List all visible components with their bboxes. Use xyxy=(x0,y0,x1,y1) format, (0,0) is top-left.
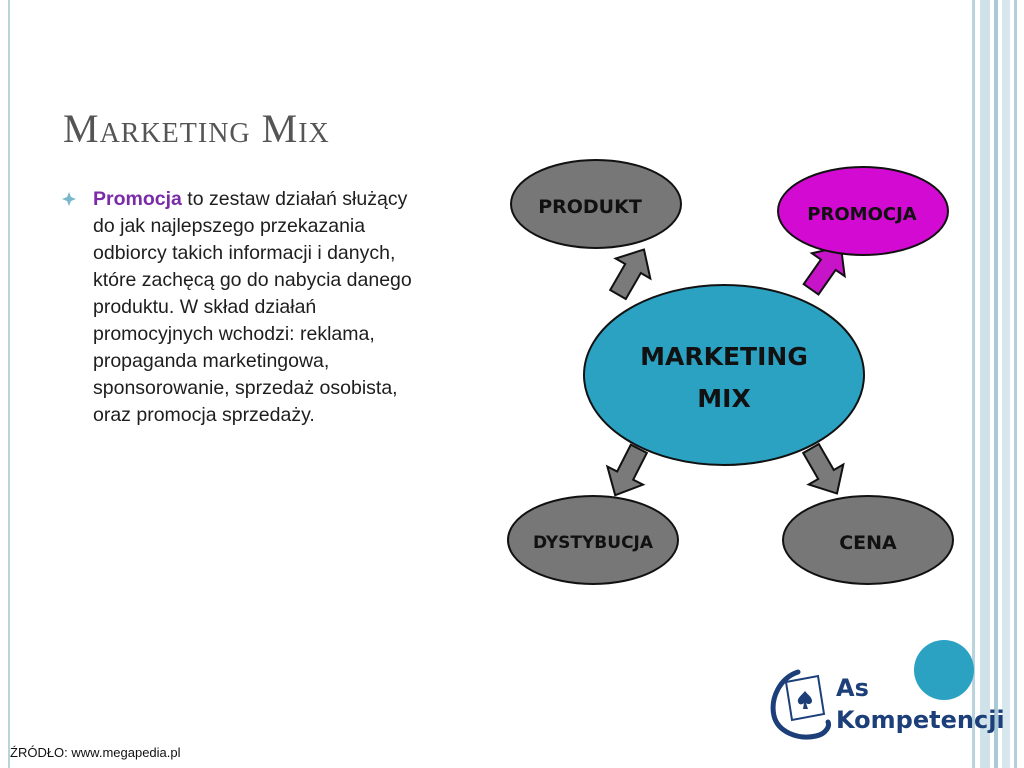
arrow-to-cena xyxy=(801,442,845,495)
arrow-to-produkt xyxy=(608,248,652,301)
arrow-shape xyxy=(802,245,846,296)
arrow-to-promocja xyxy=(802,245,846,296)
node-dystrybucja-shape xyxy=(507,495,679,585)
as-kompetencji-logo: As Kompetencji xyxy=(768,664,1005,744)
node-marketing-mix: MARKETING MIX xyxy=(583,284,865,466)
node-promocja-shape xyxy=(777,166,949,256)
node-cena-shape xyxy=(782,495,954,585)
node-promocja: PROMOCJA xyxy=(777,166,949,256)
logo-text-as: As xyxy=(836,674,869,702)
node-produkt-label: PRODUKT xyxy=(538,196,642,218)
node-dystrybucja: DYSTYBUCJA xyxy=(507,495,679,585)
arrow-to-dystrybucja xyxy=(605,443,649,497)
logo-emblem-icon xyxy=(770,669,831,740)
left-frame-line xyxy=(8,0,10,768)
node-promocja-label: PROMOCJA xyxy=(807,204,916,225)
bullet-item: Promocja to zestaw działań służący do ja… xyxy=(62,186,412,429)
logo-text-kompetencji: Kompetencji xyxy=(836,706,1005,734)
bullet-text: Promocja to zestaw działań służący do ja… xyxy=(93,186,412,429)
arrow-shape xyxy=(605,443,649,497)
bullet-body: to zestaw działań służący do jak najleps… xyxy=(93,188,412,426)
node-produkt-shape xyxy=(510,159,682,249)
center-label-line1: MARKETING xyxy=(640,342,808,371)
source-note: ŹRÓDŁO: www.megapedia.pl xyxy=(10,745,181,760)
right-decorative-stripes xyxy=(972,0,1024,768)
center-label-line2: MIX xyxy=(697,384,750,413)
decorative-blue-circle xyxy=(914,640,974,700)
diamond-bullet-icon xyxy=(62,192,76,206)
arrow-shape xyxy=(608,248,652,301)
node-cena-label: CENA xyxy=(839,532,897,554)
node-marketing-mix-shape xyxy=(583,284,865,466)
node-produkt: PRODUKT xyxy=(510,159,682,249)
keyword-promocja: Promocja xyxy=(93,188,182,210)
node-cena: CENA xyxy=(782,495,954,585)
node-dystrybucja-label: DYSTYBUCJA xyxy=(533,533,654,553)
arrow-shape xyxy=(801,442,845,495)
slide-title: Marketing Mix xyxy=(63,106,330,151)
